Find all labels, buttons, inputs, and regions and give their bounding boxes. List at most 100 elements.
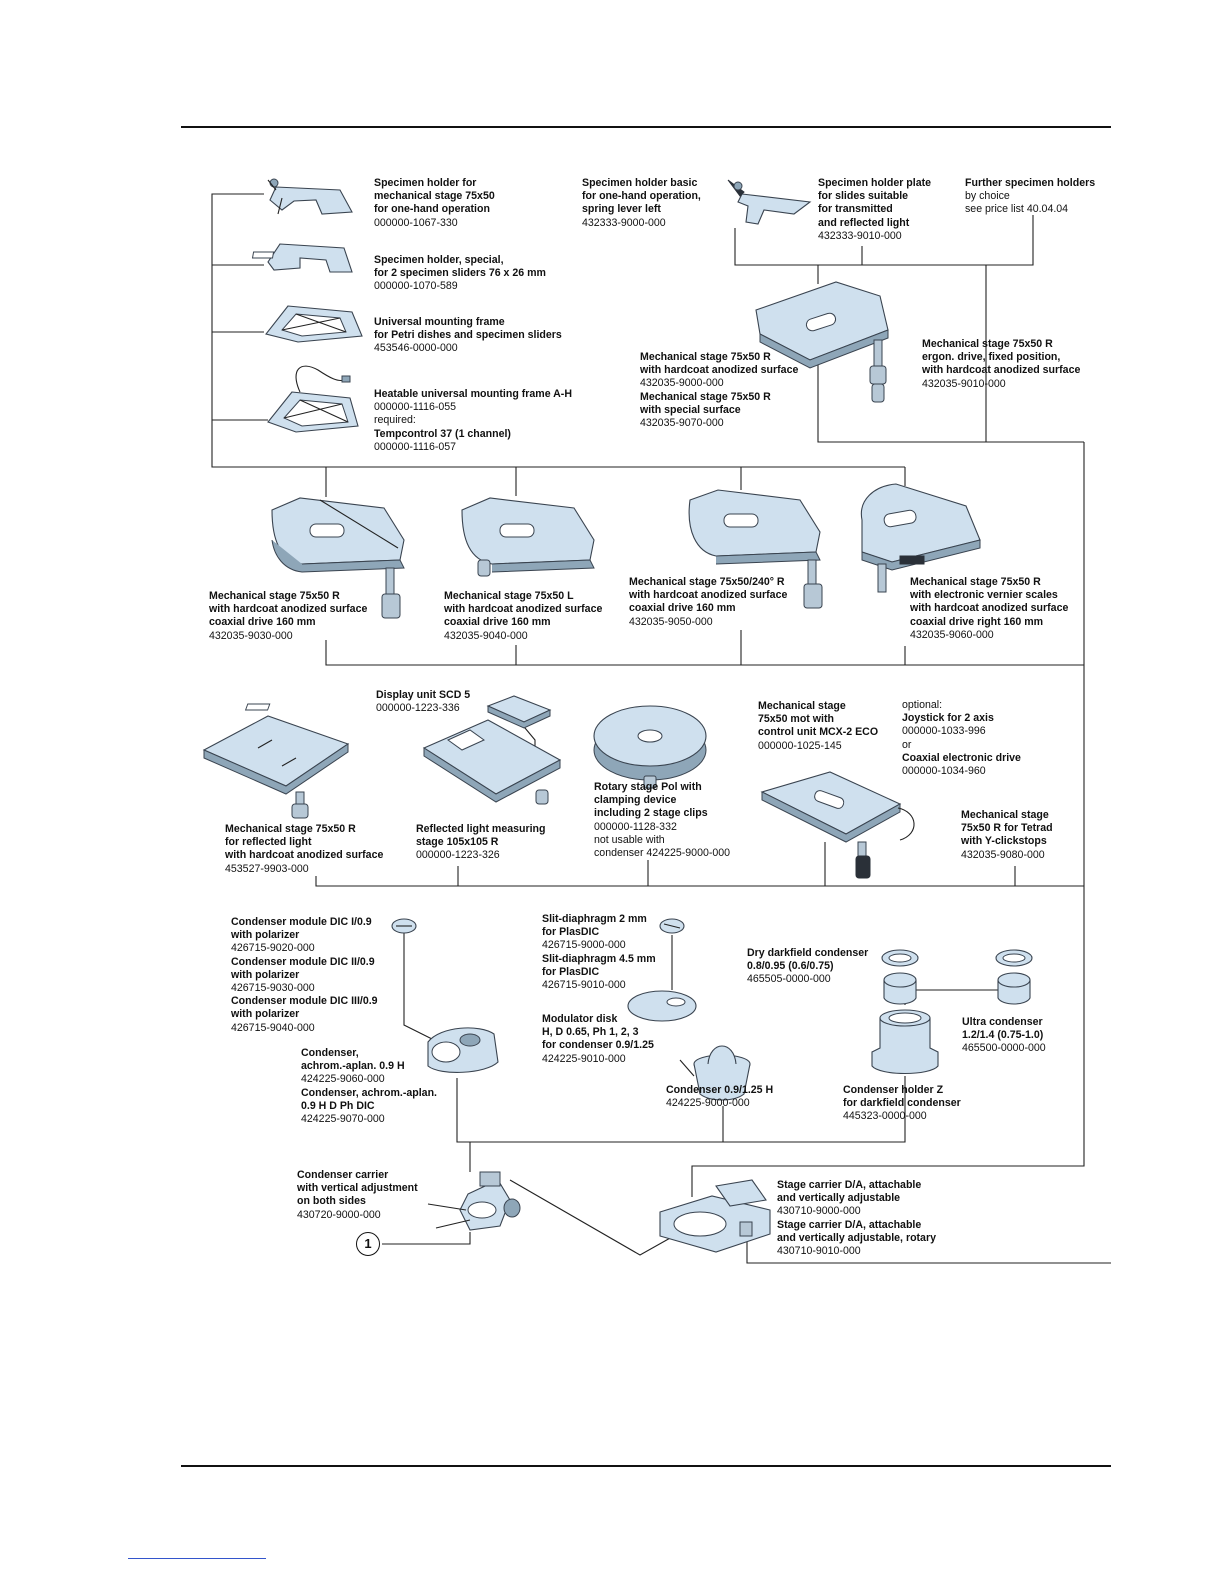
label-line: Specimen holder, special, (374, 254, 504, 266)
label-line: Condenser 0.9/1.25 H (666, 1084, 774, 1096)
label-line: with polarizer (231, 1008, 300, 1021)
label-specimen-holder-special: Specimen holder, special,for 2 specimen … (374, 254, 546, 294)
label-line: 432333-9000-000 (582, 216, 666, 229)
label-line: Condenser module DIC II/0.9 (231, 955, 375, 968)
slit-diaphragm-illustration (659, 918, 685, 934)
label-line: Stage carrier D/A, attachable (777, 1218, 922, 1231)
label-line: Stage carrier D/A, attachable (777, 1179, 922, 1191)
label-line: 000000-1116-057 (374, 440, 457, 453)
universal-mounting-frame-illustration (265, 305, 363, 343)
label-line: 426715-9010-000 (542, 979, 626, 992)
label-line: 000000-1033-996 (902, 725, 986, 738)
label-line: for transmitted (818, 203, 893, 216)
label-line: with Y-clickstops (961, 835, 1047, 848)
modulator-disk-illustration (627, 990, 697, 1022)
label-line: control unit MCX-2 ECO (758, 726, 879, 739)
connector-lines (211, 193, 1111, 1264)
label-line: see price list 40.04.04 (965, 203, 1069, 216)
label-line: 424225-9010-000 (542, 1052, 626, 1065)
mechanical-stage-9000-illustration (755, 281, 889, 403)
label-line: 000000-1025-145 (758, 739, 842, 752)
condenser-carrier-illustration (427, 1171, 521, 1231)
label-line: and reflected light (818, 216, 910, 229)
label-line: with hardcoat anodized surface (640, 364, 799, 377)
label-line: 432035-9070-000 (640, 417, 724, 430)
label-line: 000000-1223-326 (416, 849, 500, 862)
label-line: with special surface (640, 403, 741, 416)
label-line: for 2 specimen sliders 76 x 26 mm (374, 267, 546, 280)
label-line: Mechanical stage 75x50/240° R (629, 576, 785, 588)
label-heatable-mounting-frame: Heatable universal mounting frame A-H 000… (374, 388, 572, 454)
label-line: Condenser holder Z (843, 1084, 944, 1096)
label-line: Further specimen holders (965, 177, 1096, 189)
label-line: clamping device (594, 794, 677, 807)
label-line: 0.9 H D Ph DIC (301, 1099, 375, 1112)
label-line: Tempcontrol 37 (1 channel) (374, 427, 511, 440)
label-line: Specimen holder basic (582, 177, 698, 189)
label-condenser-module-dic: Condenser module DIC I/0.9 with polarizer… (231, 916, 378, 1035)
label-line: 430710-9000-000 (777, 1205, 861, 1218)
label-line: Condenser module DIC I/0.9 (231, 916, 372, 928)
mechanical-stage-9030-illustration (271, 497, 405, 619)
label-line: achrom.-aplan. 0.9 H (301, 1060, 405, 1073)
mechanical-stage-9050-illustration (688, 489, 823, 609)
label-line: coaxial drive right 160 mm (910, 615, 1044, 628)
label-line: 000000-1223-336 (376, 702, 460, 715)
specimen-holder-basic-illustration (727, 179, 812, 225)
display-unit-scd5-illustration (244, 695, 552, 729)
label-line: Slit-diaphragm 4.5 mm (542, 952, 656, 965)
label-line: Mechanical stage 75x50 L (444, 590, 574, 602)
label-line: Heatable universal mounting frame A-H (374, 388, 572, 400)
label-line: coaxial drive 160 mm (629, 602, 736, 615)
label-line: 465505-0000-000 (747, 973, 831, 986)
label-line: 000000-1070-589 (374, 280, 458, 293)
label-line: mechanical stage 75x50 (374, 190, 495, 203)
label-line: for reflected light (225, 836, 312, 849)
label-line: 445323-0000-000 (843, 1110, 927, 1123)
label-line: for slides suitable (818, 190, 909, 203)
stage-carrier-da-illustration (659, 1179, 771, 1253)
label-line: Reflected light measuring (416, 823, 546, 835)
condenser-module-dic-illustration (391, 918, 417, 934)
footer-rule (181, 1465, 1111, 1467)
mechanical-stage-9060-illustration (860, 483, 981, 593)
label-line: Modulator disk (542, 1013, 618, 1025)
label-line: 430710-9010-000 (777, 1245, 861, 1258)
label-line: Mechanical stage (758, 700, 846, 712)
label-line: Dry darkfield condenser (747, 947, 869, 959)
label-line: with hardcoat anodized surface (444, 603, 603, 616)
label-line: Condenser, (301, 1047, 359, 1059)
label-line: for one-hand operation (374, 203, 490, 216)
label-line: with hardcoat anodized surface (225, 849, 384, 862)
label-line: Display unit SCD 5 (376, 689, 471, 701)
label-line: 432035-9040-000 (444, 629, 528, 642)
label-line: for Petri dishes and specimen sliders (374, 329, 562, 342)
label-line: and vertically adjustable, rotary (777, 1231, 936, 1244)
label-line: 432333-9010-000 (818, 229, 902, 242)
footnote-link-underline[interactable] (128, 1558, 266, 1559)
label-line: 000000-1128-332 (594, 820, 677, 833)
label-line: with hardcoat anodized surface (922, 364, 1081, 377)
label-line: 000000-1034-960 (902, 765, 986, 778)
label-line: 424225-9060-000 (301, 1073, 385, 1086)
label-line: stage 105x105 R (416, 836, 499, 849)
condenser-0-9-1-25-illustration (679, 1045, 751, 1101)
label-line: H, D 0.65, Ph 1, 2, 3 (542, 1026, 639, 1039)
label-line: Coaxial electronic drive (902, 751, 1021, 764)
